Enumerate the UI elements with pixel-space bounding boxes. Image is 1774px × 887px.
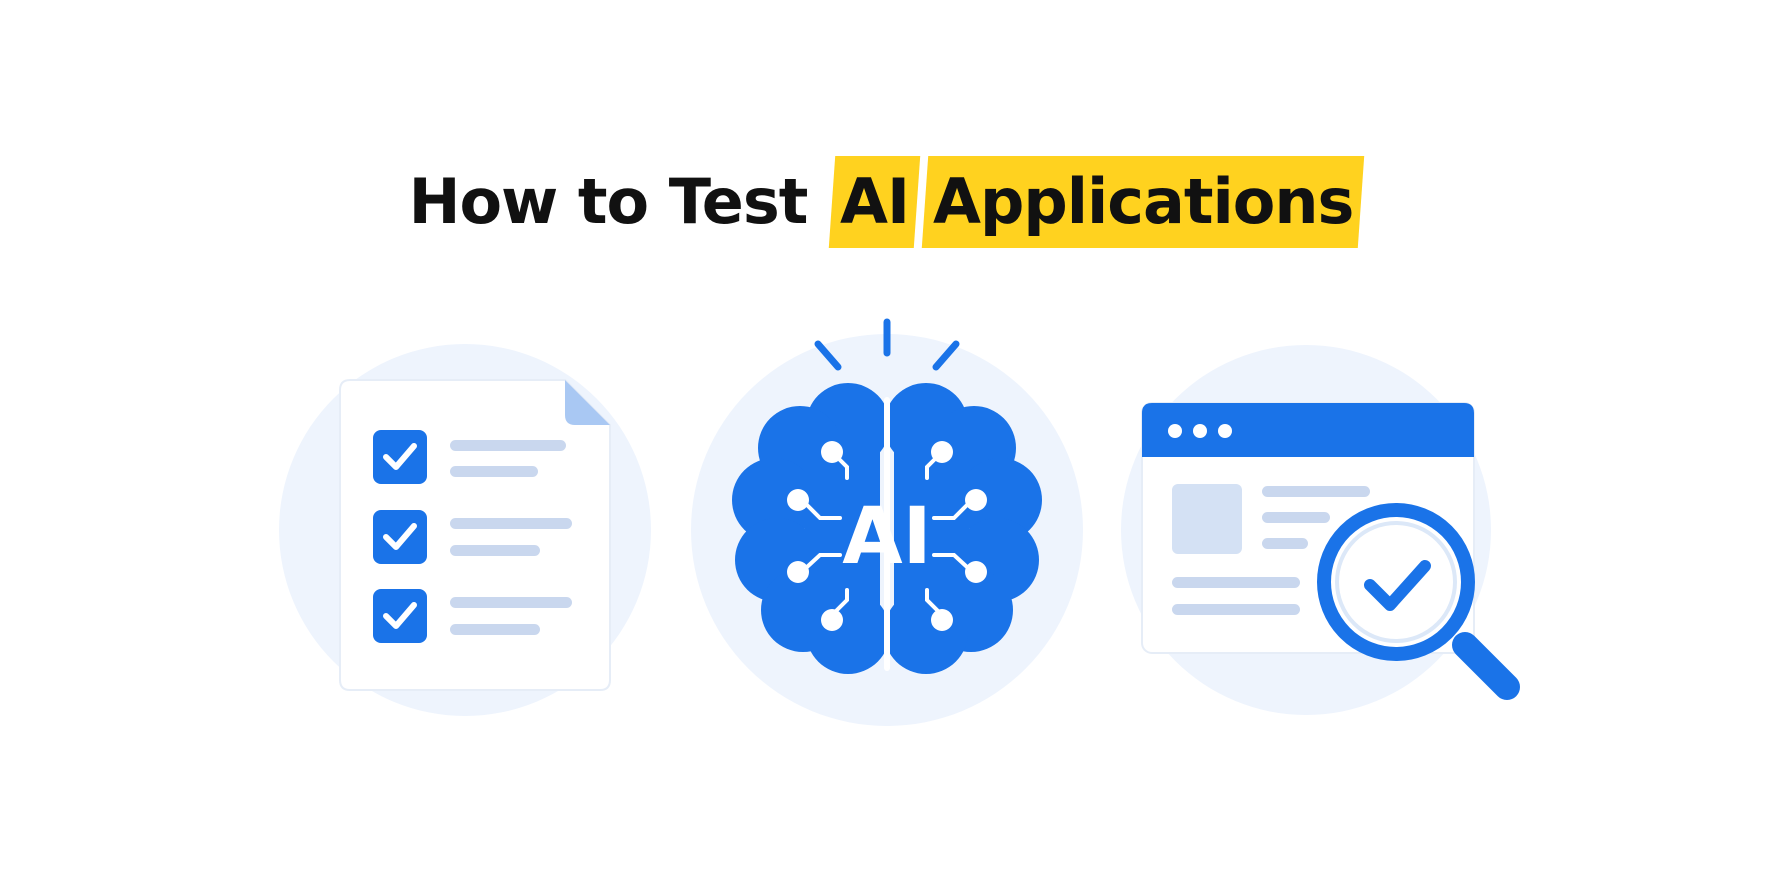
checkbox-icon xyxy=(373,430,427,484)
placeholder-line xyxy=(450,545,540,556)
checklist-row-3 xyxy=(373,589,572,643)
placeholder-line xyxy=(450,440,566,451)
checkmark-icon xyxy=(383,443,417,470)
image-placeholder xyxy=(1172,484,1242,554)
placeholder-line xyxy=(1262,538,1308,549)
checklist-row-1 xyxy=(373,430,566,484)
check-icon xyxy=(1364,560,1431,611)
window-dot-icon xyxy=(1193,424,1207,438)
checkmark-icon xyxy=(383,523,417,550)
checklist-row-2 xyxy=(373,510,572,564)
title-prefix: How to Test xyxy=(408,165,809,238)
checklist-document-icon xyxy=(279,344,651,716)
magnifier-icon xyxy=(1317,503,1520,700)
placeholder-line xyxy=(1172,604,1300,615)
placeholder-line xyxy=(1262,512,1330,523)
document-fold xyxy=(565,380,610,425)
placeholder-line xyxy=(1172,577,1300,588)
checkmark-icon xyxy=(383,602,417,629)
placeholder-line xyxy=(450,597,572,608)
magnifier-handle xyxy=(1452,632,1520,700)
window-dot-icon xyxy=(1168,424,1182,438)
checkbox-icon xyxy=(373,510,427,564)
circuit-nodes xyxy=(787,441,987,631)
spark-ray xyxy=(814,340,842,371)
window-dot-icon xyxy=(1218,424,1232,438)
ai-brain-icon: AI xyxy=(691,318,1083,726)
checkbox-icon xyxy=(373,589,427,643)
placeholder-line xyxy=(450,466,538,477)
magnifier-lens-inner xyxy=(1335,521,1457,643)
browser-titlebar xyxy=(1142,403,1474,457)
brain-circuits xyxy=(805,450,969,617)
placeholder-line xyxy=(450,624,540,635)
spark-ray xyxy=(932,340,960,371)
brain-label: AI xyxy=(842,492,931,582)
placeholder-line xyxy=(450,518,572,529)
browser-magnifier-check-icon xyxy=(1121,345,1520,715)
placeholder-line xyxy=(1262,486,1370,497)
